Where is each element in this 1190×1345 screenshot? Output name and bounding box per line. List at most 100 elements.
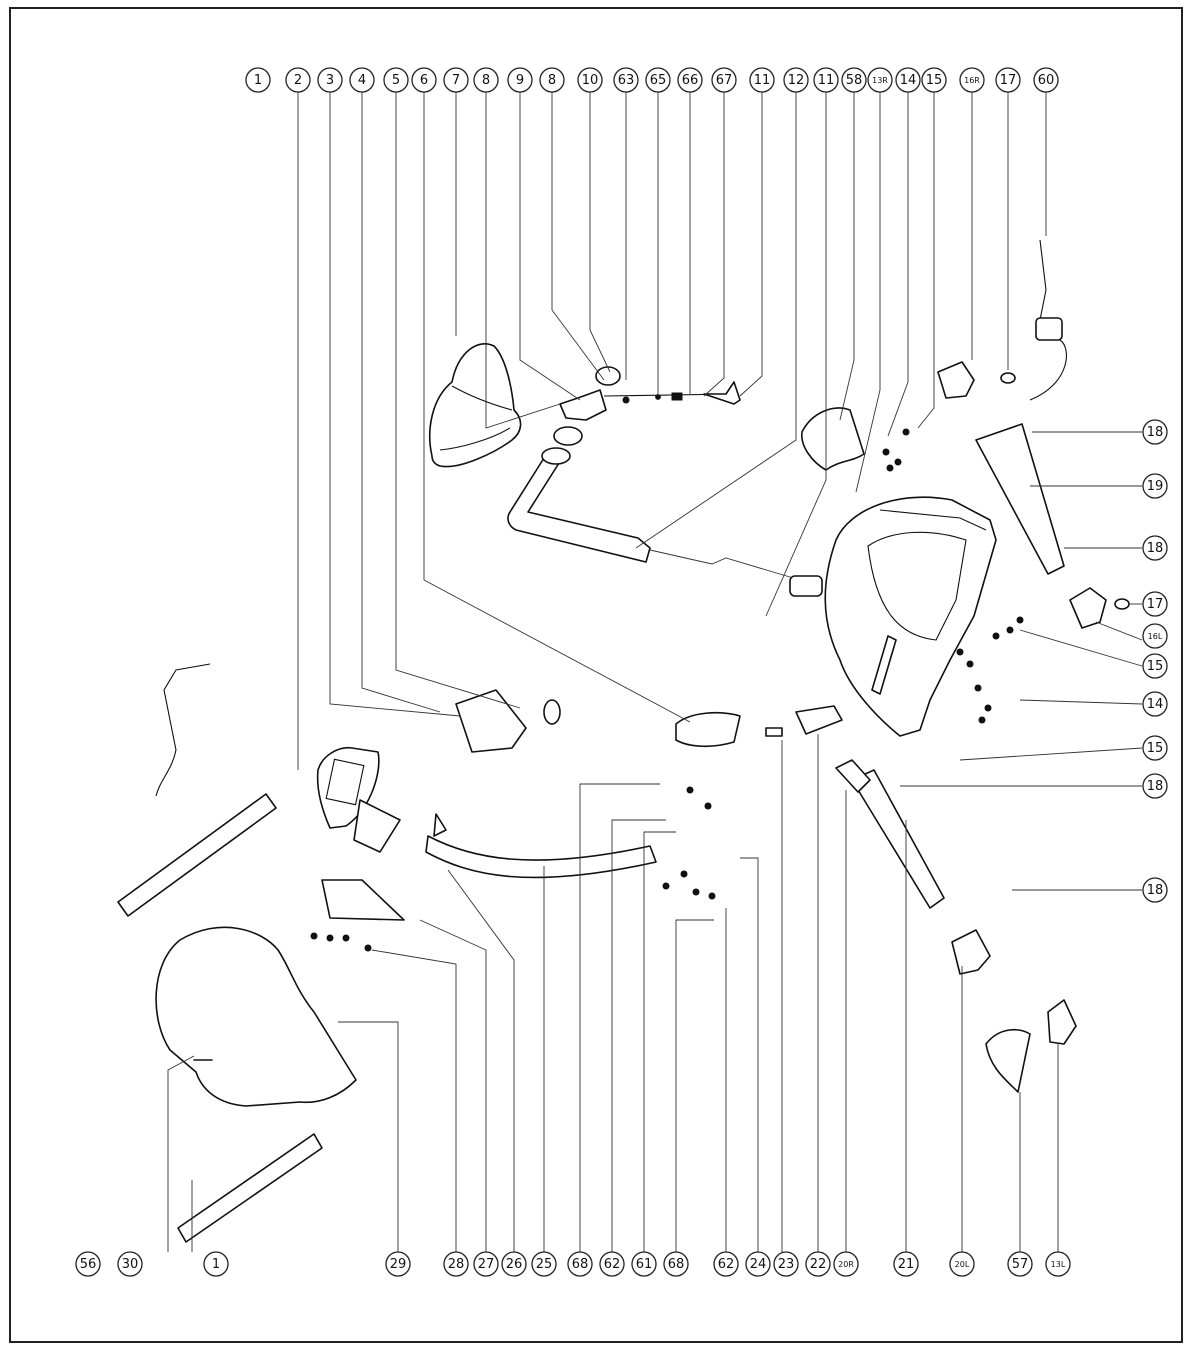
callout-top: 65 <box>645 67 671 93</box>
callout-top: 67 <box>711 67 737 93</box>
callout-top: 7 <box>443 67 469 93</box>
callout-top: 60 <box>1033 67 1059 93</box>
callout-top: 11 <box>813 67 839 93</box>
svg-text:14: 14 <box>900 73 917 88</box>
seat-part <box>429 343 522 468</box>
callout-bottom: 57 <box>1007 1251 1033 1277</box>
svg-text:25: 25 <box>536 1257 553 1272</box>
svg-text:20R: 20R <box>838 1260 854 1269</box>
svg-text:27: 27 <box>478 1257 495 1272</box>
svg-text:62: 62 <box>604 1257 621 1272</box>
callout-bottom: 29 <box>385 1251 411 1277</box>
fasteners <box>310 428 1024 952</box>
svg-text:18: 18 <box>1147 425 1164 440</box>
callout-top: 2 <box>285 67 311 93</box>
svg-text:30: 30 <box>122 1257 139 1272</box>
callout-top: 15 <box>921 67 947 93</box>
svg-text:58: 58 <box>846 73 863 88</box>
svg-text:5: 5 <box>392 73 400 88</box>
svg-text:57: 57 <box>1012 1257 1029 1272</box>
callout-bottom: 26 <box>501 1251 527 1277</box>
callout-top: 4 <box>349 67 375 93</box>
callout-bottom: 21 <box>893 1251 919 1277</box>
power-adapter-cable <box>1029 239 1067 401</box>
pedal-58-part <box>801 407 865 471</box>
svg-text:22: 22 <box>810 1257 827 1272</box>
callout-top: 10 <box>577 67 603 93</box>
handle-grip-tubes <box>117 793 323 1243</box>
svg-text:11: 11 <box>754 73 771 88</box>
svg-text:8: 8 <box>548 73 556 88</box>
callout-top: 9 <box>507 67 533 93</box>
svg-text:7: 7 <box>452 73 460 88</box>
callout-top: 3 <box>317 67 343 93</box>
leader-lines <box>167 92 1143 1252</box>
svg-text:68: 68 <box>668 1257 685 1272</box>
svg-text:19: 19 <box>1147 479 1164 494</box>
callout-bottom: 62 <box>599 1251 625 1277</box>
callout-bottom: 24 <box>745 1251 771 1277</box>
callout-bottom: 68 <box>663 1251 689 1277</box>
callout-top: 1 <box>245 67 271 93</box>
callout-top: 13R <box>867 67 893 93</box>
callout-bottom: 62 <box>713 1251 739 1277</box>
svg-text:26: 26 <box>506 1257 523 1272</box>
callout-right: 16L <box>1142 623 1168 649</box>
svg-text:14: 14 <box>1147 697 1164 712</box>
callout-right: 14 <box>1142 691 1168 717</box>
svg-text:15: 15 <box>926 73 943 88</box>
callout-bottom: 68 <box>567 1251 593 1277</box>
svg-text:17: 17 <box>1000 73 1017 88</box>
callout-bottom: 27 <box>473 1251 499 1277</box>
callout-bottom: 23 <box>773 1251 799 1277</box>
svg-text:62: 62 <box>718 1257 735 1272</box>
pedal-13l-part <box>985 999 1077 1093</box>
svg-text:15: 15 <box>1147 659 1164 674</box>
callout-bottom: 13L <box>1045 1251 1071 1277</box>
callout-bottom: 22 <box>805 1251 831 1277</box>
seat-post-part <box>507 447 801 581</box>
callout-top: 66 <box>677 67 703 93</box>
callouts-right: 18 19 18 17 16L 15 14 15 18 18 <box>1142 419 1168 903</box>
svg-text:60: 60 <box>1038 73 1055 88</box>
callout-bottom: 61 <box>631 1251 657 1277</box>
svg-text:56: 56 <box>80 1257 97 1272</box>
svg-text:1: 1 <box>212 1257 220 1272</box>
callout-right: 17 <box>1142 591 1168 617</box>
svg-text:66: 66 <box>682 73 699 88</box>
callout-right: 18 <box>1142 535 1168 561</box>
svg-text:4: 4 <box>358 73 366 88</box>
callout-top: 6 <box>411 67 437 93</box>
svg-text:61: 61 <box>636 1257 653 1272</box>
svg-text:18: 18 <box>1147 883 1164 898</box>
callout-top: 17 <box>995 67 1021 93</box>
callout-right: 15 <box>1142 653 1168 679</box>
rear-stabilizer-part <box>937 361 1130 629</box>
callout-bottom: 56 <box>75 1251 101 1277</box>
callout-bottom: 1 <box>203 1251 229 1277</box>
callouts-top: 1 2 3 4 5 6 7 8 9 8 10 63 65 66 67 11 12… <box>245 67 1059 93</box>
callout-bottom: 20R <box>833 1251 859 1277</box>
svg-text:18: 18 <box>1147 541 1164 556</box>
svg-text:15: 15 <box>1147 741 1164 756</box>
callout-top: 8 <box>473 67 499 93</box>
callout-right: 19 <box>1142 473 1168 499</box>
svg-text:10: 10 <box>582 73 599 88</box>
console-part <box>316 689 561 921</box>
callouts-bottom: 56 30 1 29 28 27 26 25 68 62 61 68 62 24… <box>75 1251 1071 1277</box>
callout-right: 15 <box>1142 735 1168 761</box>
svg-text:20L: 20L <box>955 1260 970 1269</box>
svg-text:13L: 13L <box>1051 1260 1066 1269</box>
callout-right: 18 <box>1142 773 1168 799</box>
svg-text:67: 67 <box>716 73 733 88</box>
handlebar-part <box>155 926 357 1107</box>
callout-right: 18 <box>1142 419 1168 445</box>
svg-text:1: 1 <box>254 73 262 88</box>
svg-text:11: 11 <box>818 73 835 88</box>
pulse-sensor-cable <box>155 663 211 797</box>
svg-text:21: 21 <box>898 1257 915 1272</box>
svg-text:2: 2 <box>294 73 302 88</box>
main-frame-housing <box>789 496 997 737</box>
svg-text:17: 17 <box>1147 597 1164 612</box>
callout-top: 8 <box>539 67 565 93</box>
